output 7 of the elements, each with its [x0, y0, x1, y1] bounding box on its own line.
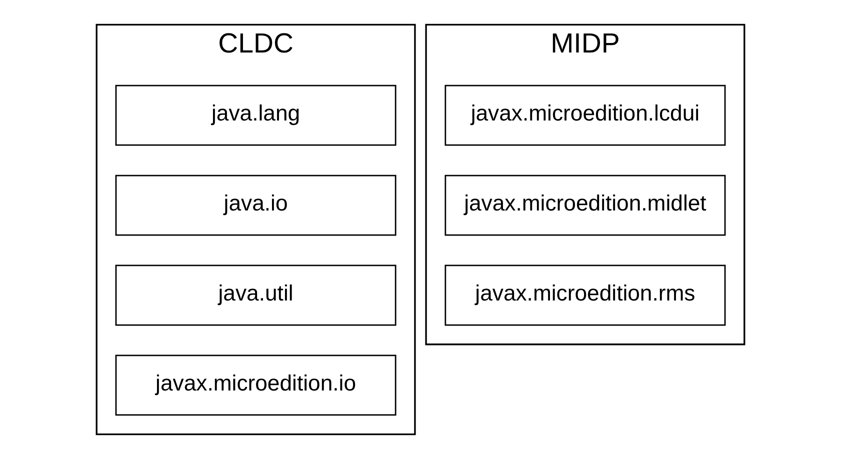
node-box: javax.microedition.midlet [444, 174, 726, 236]
node-box: java.lang [115, 84, 396, 146]
node-box: java.util [115, 264, 396, 326]
node-box: javax.microedition.io [115, 354, 396, 416]
node-box: java.io [115, 174, 396, 236]
node-box: javax.microedition.rms [444, 264, 726, 326]
node-box: javax.microedition.lcdui [444, 84, 726, 146]
